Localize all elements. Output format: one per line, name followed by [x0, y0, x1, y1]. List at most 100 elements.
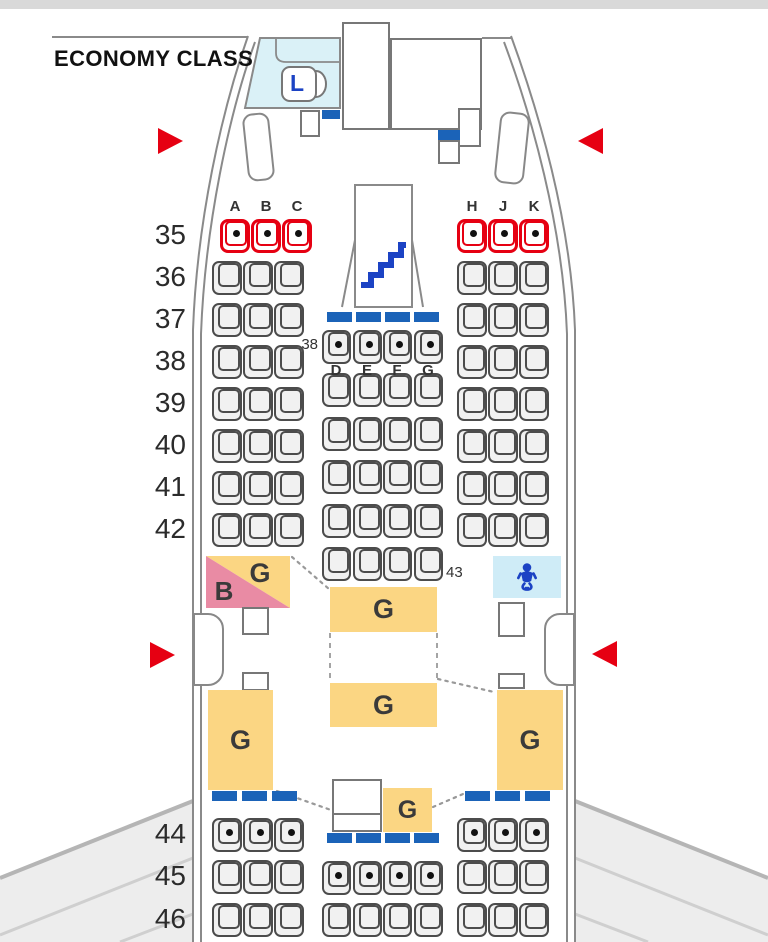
seat-38G[interactable] [414, 330, 443, 364]
seat-42J[interactable] [488, 513, 518, 547]
seat-45D[interactable] [322, 861, 351, 895]
seat-46A[interactable] [212, 903, 242, 937]
seat-39E[interactable] [353, 373, 382, 407]
seat-42F[interactable] [383, 504, 412, 538]
seat-36H[interactable] [457, 261, 487, 295]
seat-45G[interactable] [414, 861, 443, 895]
seat-44B[interactable] [243, 818, 273, 852]
seat-42A[interactable] [212, 513, 242, 547]
seat-44H[interactable] [457, 818, 487, 852]
seat-42K[interactable] [519, 513, 549, 547]
seat-36B[interactable] [243, 261, 273, 295]
seat-41D[interactable] [322, 460, 351, 494]
seat-39C[interactable] [274, 387, 304, 421]
seat-42C[interactable] [274, 513, 304, 547]
seat-39D[interactable] [322, 373, 351, 407]
seat-35B[interactable] [251, 219, 281, 253]
seat-35J[interactable] [488, 219, 518, 253]
seat-41C[interactable] [274, 471, 304, 505]
row-number-37: 37 [154, 303, 186, 334]
seat-40D[interactable] [322, 417, 351, 451]
seat-36C[interactable] [274, 261, 304, 295]
seat-39A[interactable] [212, 387, 242, 421]
seat-46H[interactable] [457, 903, 487, 937]
seat-45A[interactable] [212, 860, 242, 894]
seat-38F[interactable] [383, 330, 412, 364]
seat-46F[interactable] [383, 903, 412, 937]
seat-46C[interactable] [274, 903, 304, 937]
seat-44J[interactable] [488, 818, 518, 852]
seat-45E[interactable] [353, 861, 382, 895]
seat-40K[interactable] [519, 429, 549, 463]
seat-44A[interactable] [212, 818, 242, 852]
seat-38K[interactable] [519, 345, 549, 379]
seat-42E[interactable] [353, 504, 382, 538]
seat-36J[interactable] [488, 261, 518, 295]
seat-41H[interactable] [457, 471, 487, 505]
seat-45H[interactable] [457, 860, 487, 894]
seat-40A[interactable] [212, 429, 242, 463]
seat-35A[interactable] [220, 219, 250, 253]
seat-41B[interactable] [243, 471, 273, 505]
seat-38J[interactable] [488, 345, 518, 379]
seat-45J[interactable] [488, 860, 518, 894]
seat-42D[interactable] [322, 504, 351, 538]
seat-36A[interactable] [212, 261, 242, 295]
seat-38D[interactable] [322, 330, 351, 364]
seat-38A[interactable] [212, 345, 242, 379]
seat-43G[interactable] [414, 547, 443, 581]
seat-40C[interactable] [274, 429, 304, 463]
seat-42G[interactable] [414, 504, 443, 538]
seat-39J[interactable] [488, 387, 518, 421]
seat-41G[interactable] [414, 460, 443, 494]
seat-46D[interactable] [322, 903, 351, 937]
seat-41J[interactable] [488, 471, 518, 505]
seat-41E[interactable] [353, 460, 382, 494]
seat-46B[interactable] [243, 903, 273, 937]
seat-46K[interactable] [519, 903, 549, 937]
row-number-41: 41 [154, 471, 186, 502]
seat-45F[interactable] [383, 861, 412, 895]
seat-40H[interactable] [457, 429, 487, 463]
seat-41F[interactable] [383, 460, 412, 494]
seat-45C[interactable] [274, 860, 304, 894]
seat-40E[interactable] [353, 417, 382, 451]
seat-35K[interactable] [519, 219, 549, 253]
seat-40F[interactable] [383, 417, 412, 451]
seat-46G[interactable] [414, 903, 443, 937]
seat-38E[interactable] [353, 330, 382, 364]
seat-40J[interactable] [488, 429, 518, 463]
seat-35C[interactable] [282, 219, 312, 253]
seat-42B[interactable] [243, 513, 273, 547]
seat-37K[interactable] [519, 303, 549, 337]
seat-37J[interactable] [488, 303, 518, 337]
seat-43F[interactable] [383, 547, 412, 581]
seat-46J[interactable] [488, 903, 518, 937]
seat-39K[interactable] [519, 387, 549, 421]
seat-42H[interactable] [457, 513, 487, 547]
seat-35H[interactable] [457, 219, 487, 253]
seat-38H[interactable] [457, 345, 487, 379]
seat-38C[interactable] [274, 345, 304, 379]
seat-39G[interactable] [414, 373, 443, 407]
seat-46E[interactable] [353, 903, 382, 937]
seat-43E[interactable] [353, 547, 382, 581]
seat-43D[interactable] [322, 547, 351, 581]
seat-40G[interactable] [414, 417, 443, 451]
seat-37C[interactable] [274, 303, 304, 337]
seat-45B[interactable] [243, 860, 273, 894]
seat-39H[interactable] [457, 387, 487, 421]
seat-44K[interactable] [519, 818, 549, 852]
seat-45K[interactable] [519, 860, 549, 894]
seat-40B[interactable] [243, 429, 273, 463]
seat-44C[interactable] [274, 818, 304, 852]
seat-41A[interactable] [212, 471, 242, 505]
seat-37B[interactable] [243, 303, 273, 337]
seat-39B[interactable] [243, 387, 273, 421]
seat-41K[interactable] [519, 471, 549, 505]
seat-36K[interactable] [519, 261, 549, 295]
seat-37A[interactable] [212, 303, 242, 337]
seat-37H[interactable] [457, 303, 487, 337]
seat-38B[interactable] [243, 345, 273, 379]
seat-39F[interactable] [383, 373, 412, 407]
